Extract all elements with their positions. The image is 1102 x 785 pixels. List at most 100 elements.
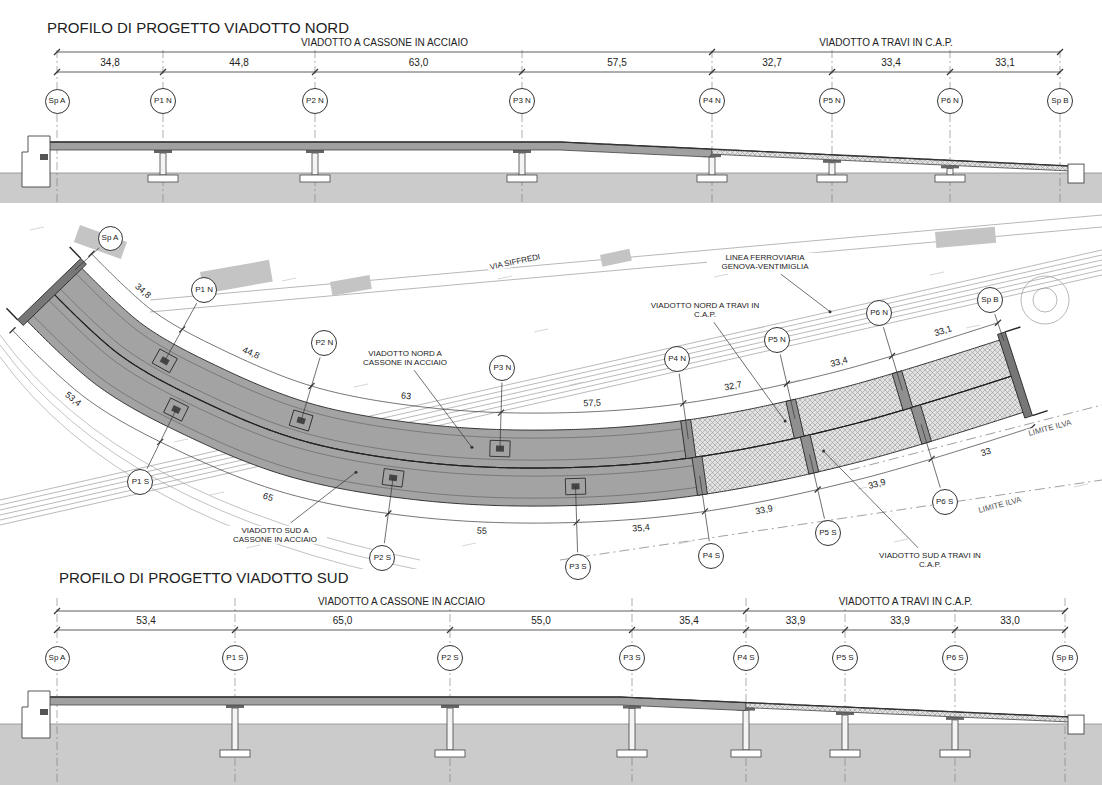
pier-label: P1 S — [132, 478, 149, 486]
dimension-value: 63,0 — [407, 57, 430, 69]
pier-label: P2 S — [441, 654, 458, 662]
section-heading: VIADOTTO A TRAVI IN C.A.P. — [817, 37, 955, 49]
callout-label: VIADOTTO SUD A TRAVI IN C.A.P. — [876, 551, 984, 569]
pier-label: P5 N — [823, 97, 841, 105]
pier-marker: P4 S — [698, 543, 724, 569]
pier-marker: Sp A — [45, 89, 70, 114]
pier-label: P4 N — [703, 97, 721, 105]
pier-label: P1 N — [154, 97, 172, 105]
pier-label: P6 N — [941, 97, 959, 105]
pier-marker: Sp B — [977, 287, 1003, 313]
pier-marker: P6 S — [942, 645, 968, 671]
profile-view — [0, 50, 1102, 205]
leader-lines — [75, 248, 1004, 553]
callout-label: VIADOTTO NORD A TRAVI IN C.A.P. — [648, 301, 762, 319]
pier-marker: P6 S — [932, 489, 958, 515]
pier-label: Sp A — [49, 97, 66, 105]
pier-label: P5 S — [819, 529, 836, 537]
pier-marker: P4 N — [664, 346, 690, 372]
pier-marker: P1 S — [222, 645, 248, 671]
pier-marker: Sp A — [98, 226, 123, 251]
pier-label: P5 S — [836, 654, 853, 662]
dimension-chain — [54, 49, 1063, 75]
callout-label: VIADOTTO SUD A CASSONE IN ACCIAIO — [223, 526, 327, 544]
callout-label: LINEA FERROVIARIA GENOVA-VENTIMIGLIA — [707, 253, 823, 271]
pier-marker: Sp A — [45, 646, 70, 671]
pier-label: P3 N — [494, 364, 512, 372]
pier-label: P2 N — [316, 339, 334, 347]
pier-label: P6 S — [946, 654, 963, 662]
dimension-value: 44,8 — [227, 57, 250, 69]
pier-marker: P6 N — [937, 88, 963, 114]
callout-label: VIADOTTO NORD A CASSONE IN ACCIAIO — [348, 349, 462, 367]
boundary-label: LIMITE ILVA — [1026, 417, 1075, 438]
pier-marker: P5 S — [815, 520, 841, 546]
profile-title: PROFILO DI PROGETTO VIADOTTO SUD — [57, 569, 350, 586]
pier-marker: P2 S — [369, 545, 395, 571]
pier-marker: P1 N — [150, 88, 176, 114]
pier-label: P4 S — [737, 654, 754, 662]
dimension-value: 57,5 — [605, 57, 628, 69]
pier-marker: P5 S — [832, 645, 858, 671]
pier-label: P1 N — [195, 286, 213, 294]
pier-marker: Sp B — [1047, 88, 1073, 114]
pier-marker: P4 N — [699, 88, 725, 114]
callout-label: VIA SIFFREDI — [487, 252, 543, 272]
pier-label: P6 S — [936, 498, 953, 506]
dimension-value: 65 — [260, 490, 277, 504]
pier-marker: P2 S — [437, 645, 463, 671]
pier-label: P3 S — [569, 563, 586, 571]
section-heading: VIADOTTO A CASSONE IN ACCIAIO — [299, 37, 470, 49]
profile-view — [0, 598, 1102, 785]
dimension-value: 33,4 — [879, 57, 902, 69]
pier-marker: P6 N — [866, 300, 892, 326]
dimension-value: 33,9 — [784, 615, 807, 627]
pier-marker: P5 N — [764, 327, 790, 353]
dimension-value: 35,4 — [677, 615, 700, 627]
profile-title: PROFILO DI PROGETTO VIADOTTO NORD — [47, 19, 349, 36]
pier-label: P4 S — [703, 552, 720, 560]
pier-label: P3 N — [513, 97, 531, 105]
site-map — [0, 215, 1102, 569]
dimension-value: 33,1 — [931, 323, 955, 339]
dimension-value: 65,0 — [331, 615, 354, 627]
dimension-value: 53,4 — [134, 615, 157, 627]
dimension-value: 32,7 — [722, 379, 745, 393]
dimension-value: 53,4 — [61, 388, 84, 410]
dimension-value: 32,7 — [760, 57, 783, 69]
dimension-value: 34,8 — [131, 280, 154, 302]
dimension-value: 55 — [475, 526, 489, 537]
viaduct-plan — [6, 247, 1047, 525]
dimension-value: 33 — [977, 445, 993, 459]
pier-marker: P2 N — [302, 88, 328, 114]
dimension-value: 33,9 — [866, 476, 889, 492]
pier-label: Sp A — [102, 234, 119, 242]
pier-label: Sp B — [981, 296, 998, 304]
pier-marker: P2 N — [311, 330, 337, 356]
dimension-value: 33,0 — [998, 615, 1021, 627]
dimension-value: 33,4 — [827, 354, 850, 369]
pier-label: P4 N — [668, 355, 686, 363]
dimension-value: 57,5 — [581, 397, 603, 408]
pier-label: P2 S — [374, 554, 391, 562]
dimension-value: 63 — [398, 390, 413, 402]
dimension-value: 35,4 — [630, 522, 652, 534]
dimension-value: 33,9 — [888, 615, 911, 627]
pier-label: Sp B — [1051, 97, 1068, 105]
pier-label: P1 S — [226, 654, 243, 662]
pier-marker: Sp B — [1052, 645, 1078, 671]
pier-label: P2 N — [306, 97, 324, 105]
dimension-value: 33,1 — [993, 57, 1016, 69]
pier-marker: P1 N — [191, 277, 217, 303]
pier-label: P6 N — [870, 309, 888, 317]
section-heading: VIADOTTO A CASSONE IN ACCIAIO — [316, 596, 487, 608]
pier-label: P3 S — [623, 654, 640, 662]
pier-label: Sp A — [49, 654, 66, 662]
pier-marker: P3 N — [489, 355, 515, 381]
dimension-chain — [54, 608, 1068, 633]
dimension-value: 34,8 — [98, 57, 121, 69]
pier-marker: P4 S — [733, 645, 759, 671]
pier-marker: P3 S — [619, 645, 645, 671]
pier-marker: P3 S — [565, 554, 591, 580]
